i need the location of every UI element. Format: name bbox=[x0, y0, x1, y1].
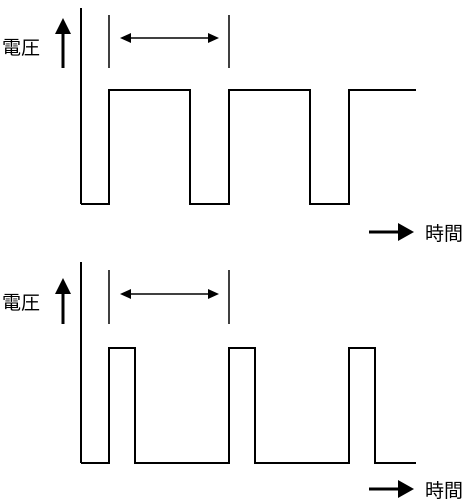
top-square-wave bbox=[81, 89, 416, 205]
bottom-time-arrow-icon bbox=[369, 480, 414, 498]
top-voltage-arrow-icon bbox=[55, 18, 71, 68]
bottom-panel: 電圧 時間 bbox=[2, 262, 463, 502]
bottom-voltage-label: 電圧 bbox=[2, 292, 40, 314]
top-time-label: 時間 bbox=[425, 223, 463, 245]
bottom-voltage-arrow-icon bbox=[55, 278, 71, 324]
bottom-period-double-arrow-icon bbox=[120, 289, 219, 299]
top-time-arrow-icon bbox=[369, 223, 414, 241]
top-period-double-arrow-icon bbox=[120, 33, 219, 43]
bottom-pulse-wave bbox=[81, 347, 416, 464]
top-panel: 電圧 時間 bbox=[2, 8, 463, 245]
bottom-time-label: 時間 bbox=[425, 480, 463, 502]
top-voltage-label: 電圧 bbox=[2, 37, 40, 59]
